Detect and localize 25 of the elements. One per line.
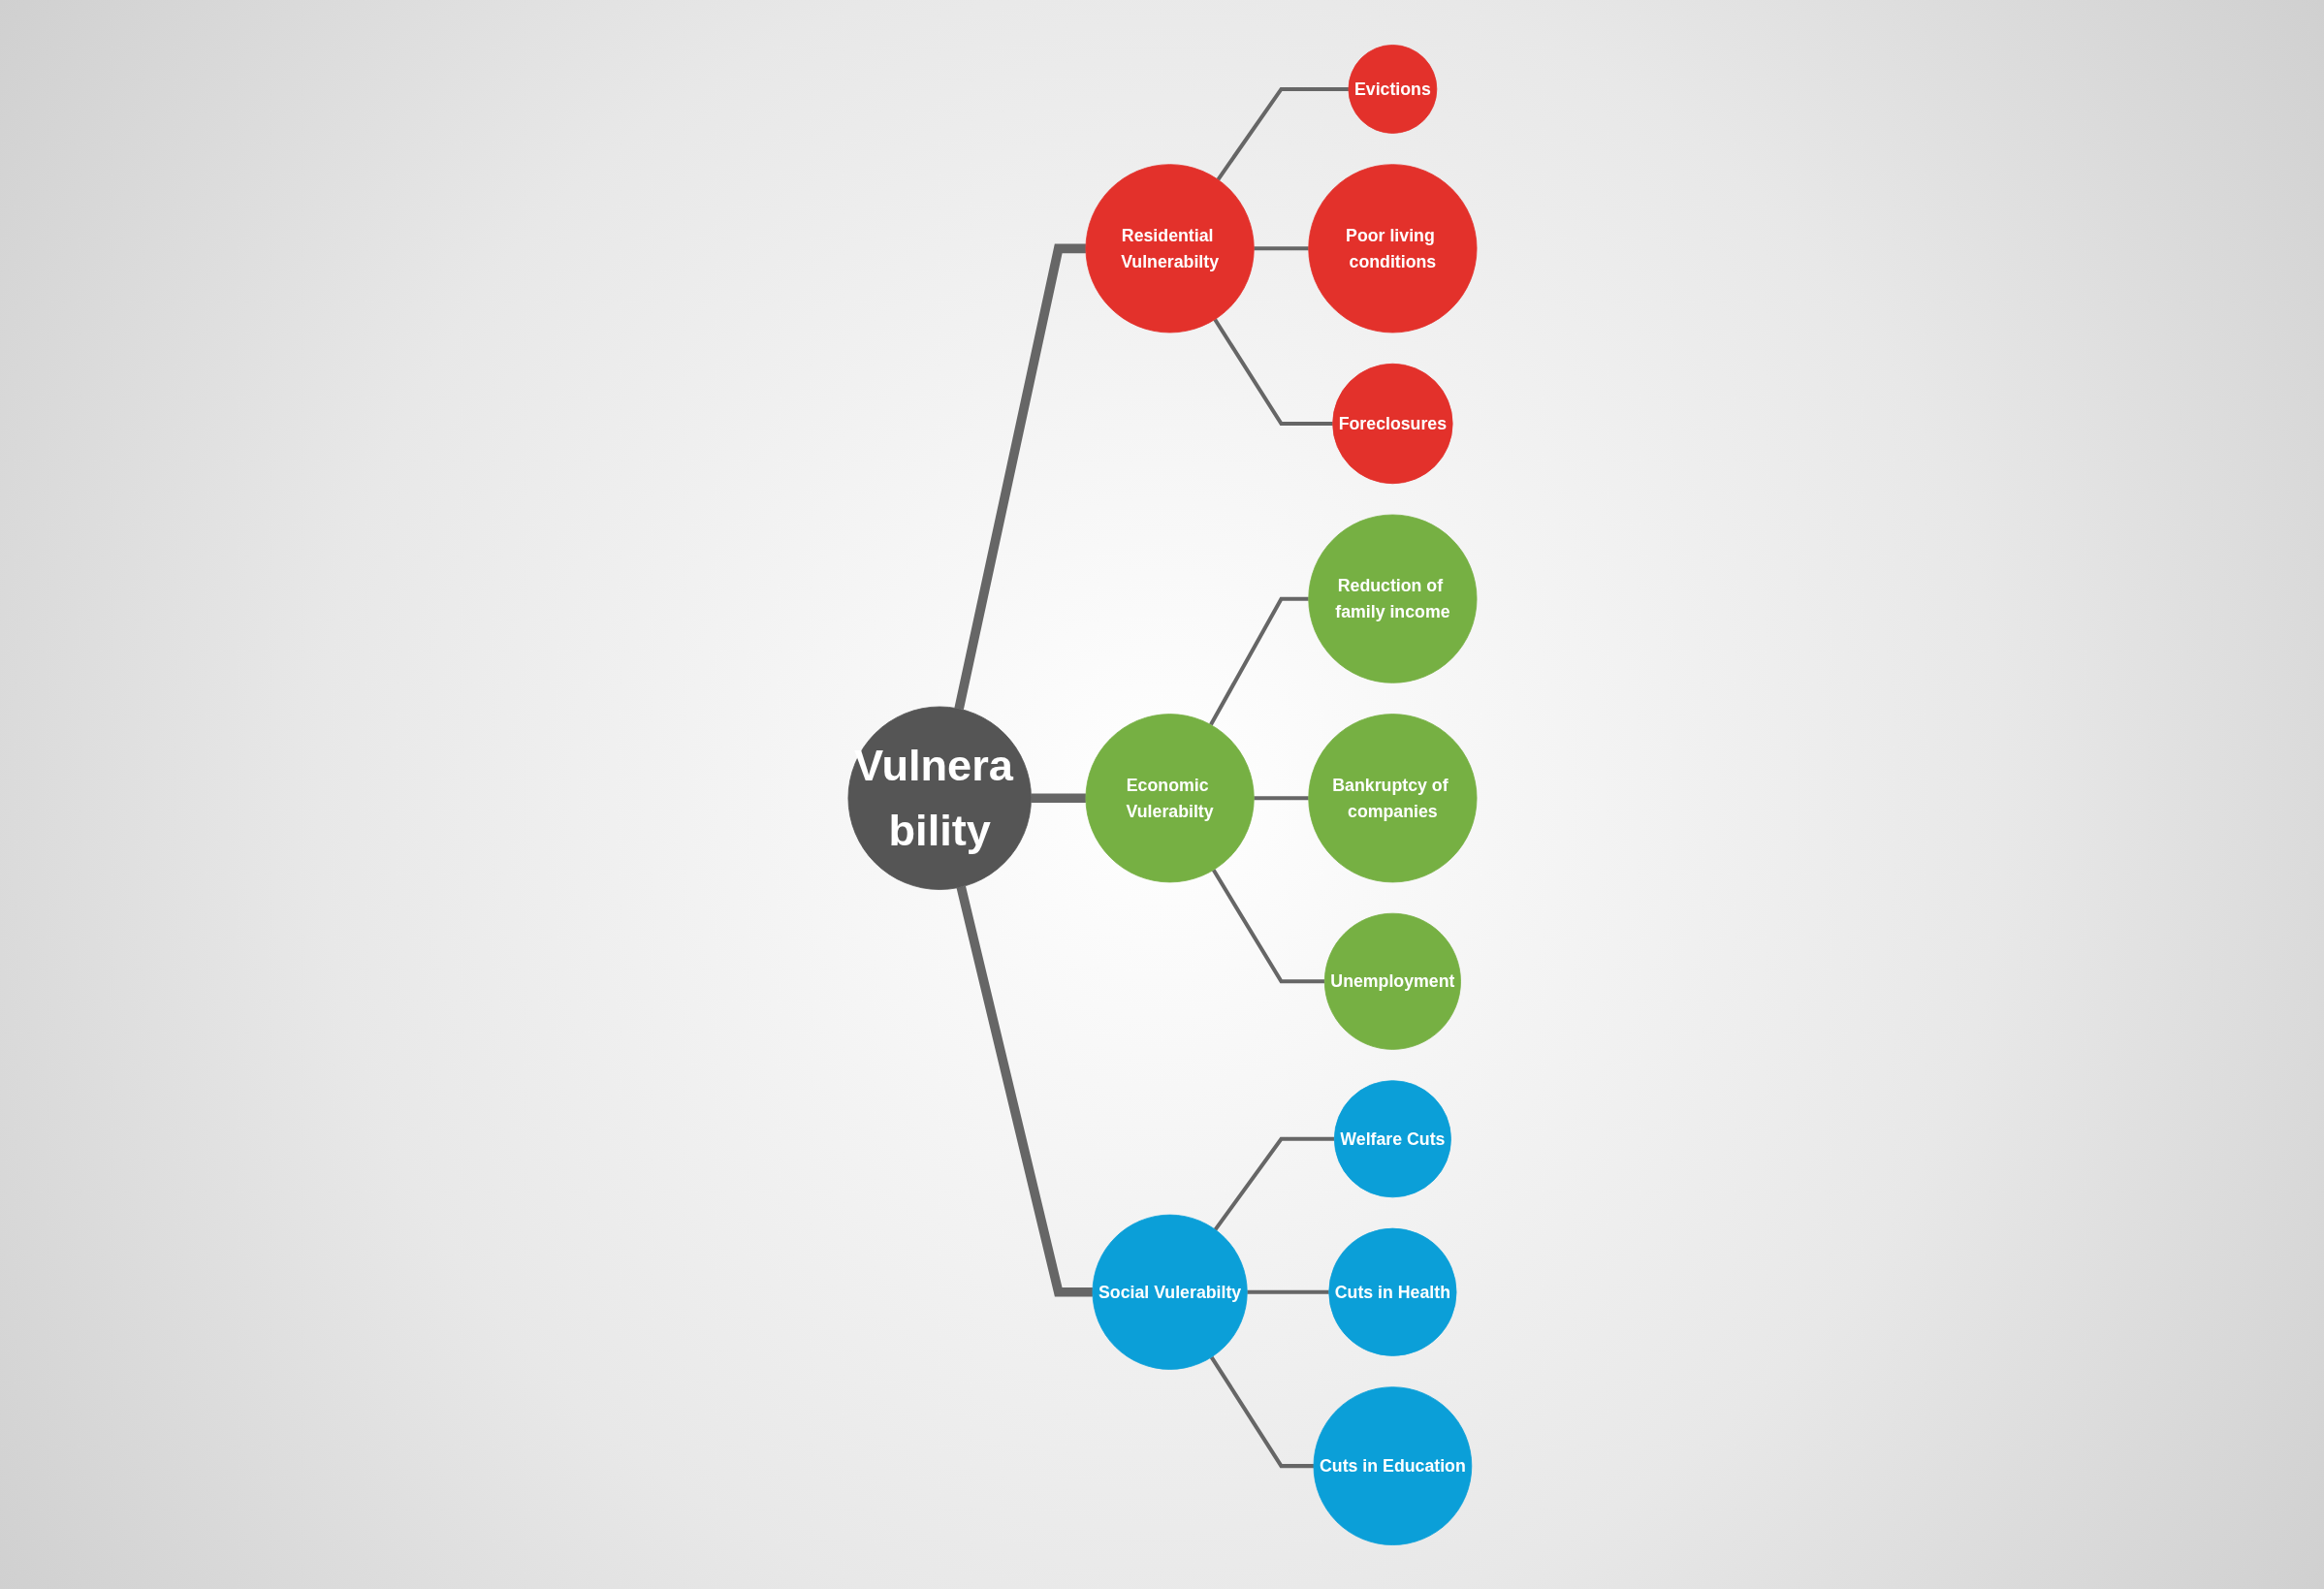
- node-circle: Evictions: [1348, 44, 1437, 134]
- node-circle: Reduction of family income: [1307, 514, 1477, 683]
- connector: [956, 885, 1093, 1297]
- node-circle: Residential Vulnerabilty: [1085, 163, 1255, 333]
- connector: [1246, 1289, 1329, 1294]
- node-circle: Vulnera bility: [847, 706, 1032, 890]
- node-circle: Foreclosures: [1331, 363, 1453, 484]
- node-circle: Cuts in Health: [1327, 1227, 1456, 1356]
- node-circle: Poor living conditions: [1307, 163, 1477, 333]
- connector: [1253, 245, 1309, 250]
- node-circle: Economic Vulerabilty: [1085, 713, 1255, 882]
- node-circle: Unemployment: [1323, 912, 1461, 1050]
- connector: [1209, 1355, 1314, 1468]
- node-circle: Welfare Cuts: [1333, 1079, 1451, 1197]
- node-circle: Cuts in Education: [1313, 1385, 1472, 1545]
- node-circle: Social Vulerabilty: [1092, 1214, 1248, 1370]
- connector: [1211, 868, 1324, 983]
- connector: [1213, 1136, 1334, 1231]
- connector: [1208, 596, 1309, 726]
- connector: [1216, 86, 1349, 180]
- connector: [953, 243, 1086, 710]
- node-circle: Bankruptcy of companies: [1307, 713, 1477, 882]
- connector: [1253, 795, 1309, 800]
- connector: [1031, 792, 1086, 803]
- connector: [1212, 317, 1333, 426]
